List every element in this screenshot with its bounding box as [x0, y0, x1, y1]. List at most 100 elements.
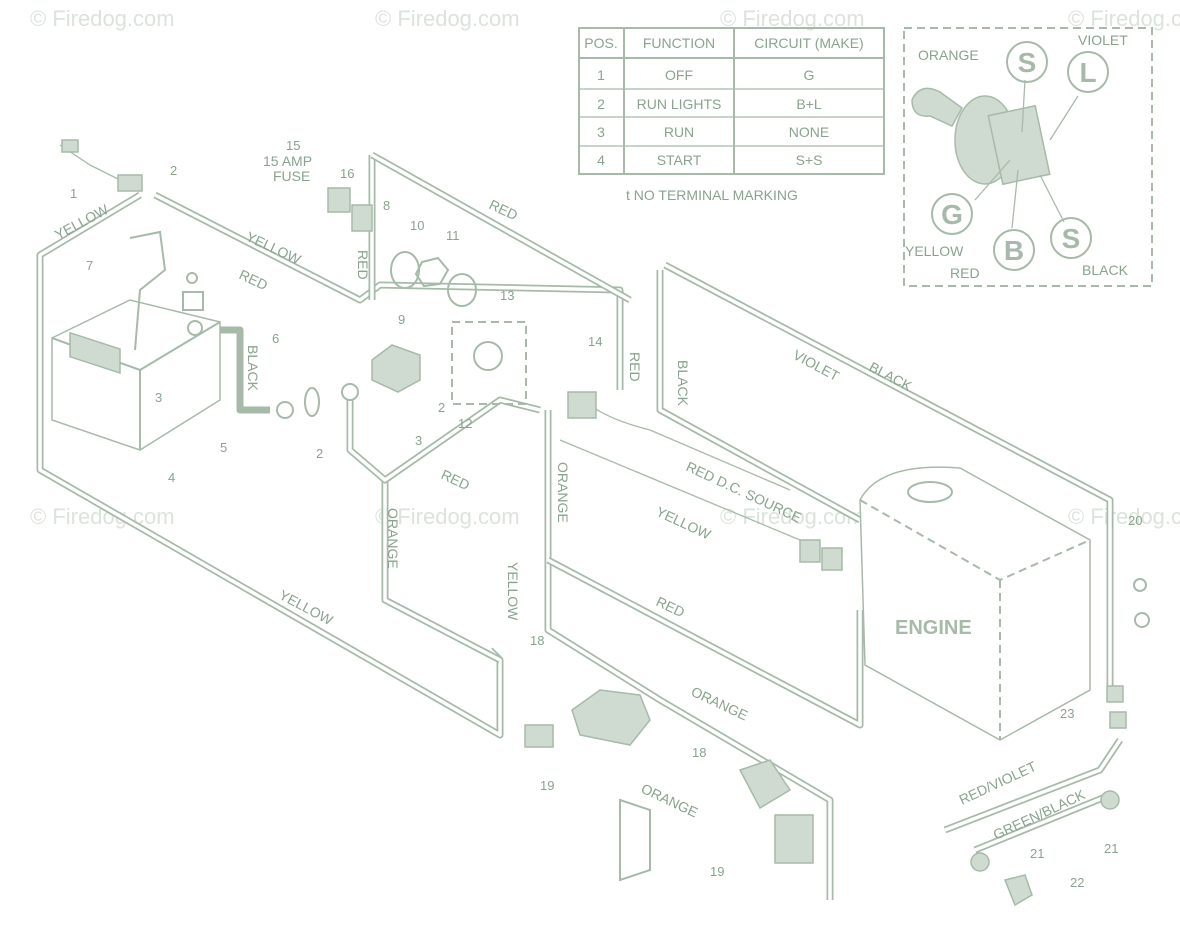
wire-label-yellow: YELLOW [505, 562, 521, 621]
screw-20 [1133, 578, 1147, 592]
watermark: © Firedog.com [375, 504, 520, 529]
terminal-g-label: G [941, 199, 963, 230]
part-number: 21 [1104, 841, 1118, 856]
table-header-circuit: CIRCUIT (MAKE) [754, 35, 863, 51]
wire-label-red: RED [439, 466, 473, 493]
fuse-label: 15 AMP [263, 153, 312, 169]
wire-label-orange: ORANGE [689, 683, 751, 723]
ignition-switch [451, 321, 527, 405]
engine: ENGINE [859, 466, 1091, 741]
connector-dc [799, 539, 821, 563]
table-cell-pos: 3 [597, 124, 605, 140]
switch-label-black: BLACK [1082, 262, 1129, 278]
connector-bottom [524, 724, 554, 748]
wire-label-orange: ORANGE [639, 780, 701, 820]
table-cell-function: START [657, 152, 702, 168]
connector-1 [117, 174, 143, 192]
part-number: 3 [155, 390, 162, 405]
part-number: 2 [316, 446, 323, 461]
watermark: © Firedog.com [375, 6, 520, 31]
part-number: 5 [220, 440, 227, 455]
switch-label-yellow: YELLOW [905, 243, 964, 259]
wire-label-black: BLACK [245, 345, 261, 392]
connector-23 [1106, 685, 1124, 703]
watermark: © Firedog.com [720, 6, 865, 31]
terminal-2 [341, 383, 359, 401]
watermark: © Firedog.com [1068, 504, 1180, 529]
part-number: 12 [458, 416, 472, 431]
part-numbers: 1 2 3 4 5 6 7 8 9 10 11 12 13 14 15 16 1… [70, 138, 1142, 890]
fuse-label: FUSE [273, 168, 310, 184]
part-number: 1 [70, 186, 77, 201]
switch-label-orange: ORANGE [918, 47, 979, 63]
part-number: 6 [272, 331, 279, 346]
table-cell-function: RUN LIGHTS [637, 96, 722, 112]
part-number: 10 [410, 218, 424, 233]
solenoid [371, 344, 421, 393]
bulb-22 [1003, 874, 1033, 907]
part-number: 18 [692, 745, 706, 760]
engine-label: ENGINE [895, 617, 972, 639]
part-number: 22 [1070, 875, 1084, 890]
key-icon [911, 87, 1051, 186]
wire-label-black: BLACK [867, 359, 916, 395]
watermark: © Firedog.com [30, 6, 175, 31]
part-number: 3 [415, 433, 422, 448]
table-cell-function: OFF [665, 67, 693, 83]
seat-switch [571, 689, 651, 746]
table-cell-circuit: G [804, 67, 815, 83]
wire-label-red: RED [627, 352, 643, 382]
part-number: 2 [438, 400, 445, 415]
part-number: 19 [540, 778, 554, 793]
wire-label-yellow: YELLOW [52, 201, 112, 243]
table-cell-pos: 1 [597, 67, 605, 83]
part-number: 21 [1030, 846, 1044, 861]
components [61, 139, 1150, 907]
wire-label-black: BLACK [675, 360, 691, 407]
terminal-b-label: B [1004, 235, 1024, 266]
part-number: 23 [1060, 706, 1074, 721]
wire-label-orange: ORANGE [555, 462, 571, 523]
part-number: 8 [383, 198, 390, 213]
relay [774, 814, 814, 864]
part-number: 2 [170, 163, 177, 178]
part-number: 9 [398, 312, 405, 327]
switch-label-violet: VIOLET [1078, 32, 1128, 48]
wire-harness [36, 144, 1123, 900]
wire-label-red: RED [237, 266, 271, 293]
connector-14 [567, 391, 597, 419]
fuse [327, 187, 351, 213]
part-number: 20 [1128, 513, 1142, 528]
part-number: 19 [710, 864, 724, 879]
wire-label-orange: ORANGE [385, 508, 401, 569]
function-table: POS. FUNCTION CIRCUIT (MAKE) 1 OFF G 2 R… [578, 27, 885, 203]
part-number: 18 [530, 633, 544, 648]
table-cell-function: RUN [664, 124, 694, 140]
part-number: 7 [86, 258, 93, 273]
part-number: 4 [168, 470, 175, 485]
part-number: 15 [286, 138, 300, 153]
part-number: 13 [500, 288, 514, 303]
boot-cover [304, 387, 320, 417]
nut-10 [414, 256, 450, 288]
connector-plug [61, 139, 79, 153]
wire-label-red: RED [355, 250, 371, 280]
pto-switch [619, 798, 651, 882]
part-number: 11 [446, 228, 460, 243]
wire-label-yellow: YELLOW [654, 503, 714, 542]
table-cell-pos: 4 [597, 152, 605, 168]
battery [51, 230, 221, 451]
watermarks: © Firedog.com © Firedog.com © Firedog.co… [30, 6, 1180, 529]
terminal-l-label: L [1079, 57, 1096, 88]
table-cell-circuit: S+S [796, 152, 823, 168]
washer-11 [447, 273, 477, 307]
lamp-socket-21 [970, 852, 990, 872]
table-header-pos: POS. [584, 35, 617, 51]
part-number: 14 [588, 334, 602, 349]
fuse-holder [351, 204, 373, 232]
ignition-switch-detail: ORANGE VIOLET YELLOW RED BLACK S L G B S [903, 27, 1153, 287]
terminal-s-label: S [1018, 47, 1037, 78]
part-number: 16 [340, 166, 354, 181]
watermark: © Firedog.com [1068, 6, 1180, 31]
